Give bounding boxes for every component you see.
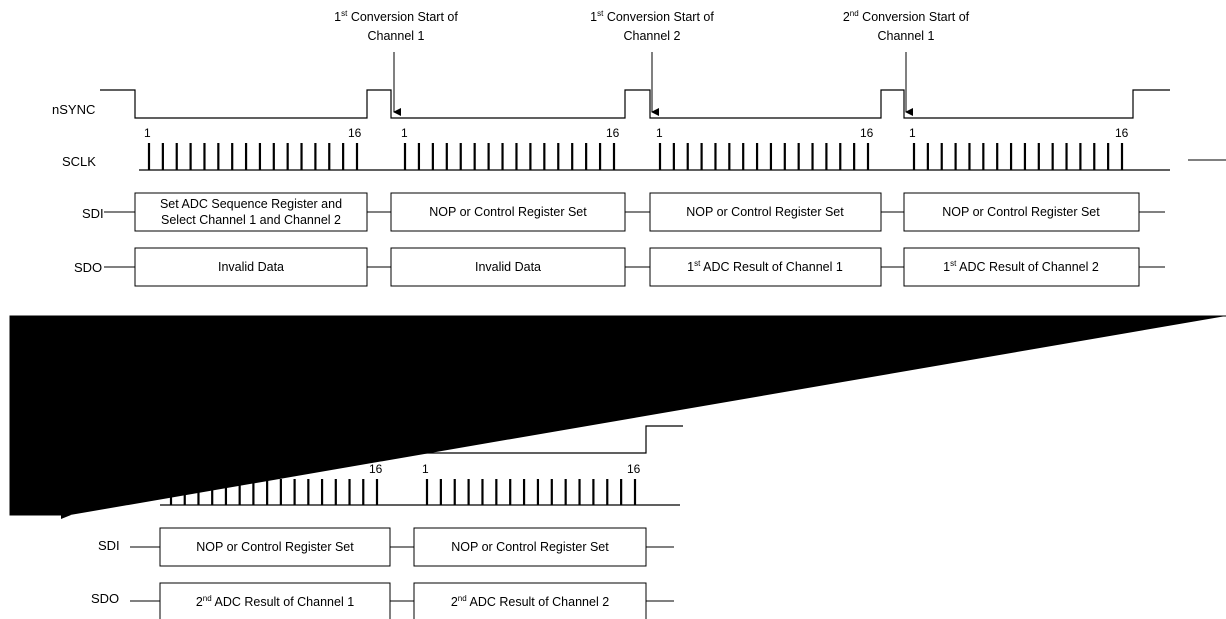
conversion-annotation: 1st Conversion Start of bbox=[334, 9, 458, 24]
sclk-count-last: 16 bbox=[627, 462, 641, 476]
conversion-annotation: Channel 1 bbox=[368, 29, 425, 43]
sclk-count-first: 1 bbox=[144, 126, 151, 140]
sdo-box-text: 1st ADC Result of Channel 2 bbox=[943, 259, 1099, 274]
sdi-label-top: SDI bbox=[82, 206, 104, 221]
sclk-count-last: 16 bbox=[348, 126, 362, 140]
sclk-pulses-top bbox=[147, 143, 1124, 170]
sclk-count-first: 1 bbox=[422, 462, 429, 476]
sclk-count-first: 1 bbox=[166, 462, 173, 476]
sdo-box-text: 2nd ADC Result of Channel 1 bbox=[196, 594, 354, 609]
sclk-pulses-bottom bbox=[169, 479, 637, 505]
sclk-count-last: 16 bbox=[369, 462, 383, 476]
sdi-box-text: Select Channel 1 and Channel 2 bbox=[161, 213, 341, 227]
conversion-annotation: 3rd Conversion Start of bbox=[365, 346, 490, 361]
sdi-box-text: NOP or Control Register Set bbox=[942, 205, 1100, 219]
sclk-count-last: 16 bbox=[1115, 126, 1129, 140]
sdo-label-bottom: SDO bbox=[91, 591, 119, 606]
sdi-box-text: NOP or Control Register Set bbox=[451, 540, 609, 554]
sdi-box-text: NOP or Control Register Set bbox=[686, 205, 844, 219]
sdo-box-text: Invalid Data bbox=[218, 260, 284, 274]
sdo-box bbox=[159, 582, 391, 619]
sdo-label-top: SDO bbox=[74, 260, 102, 275]
conversion-annotation: 2nd Conversion Start of bbox=[843, 9, 970, 24]
sclk-count-first: 1 bbox=[401, 126, 408, 140]
conversion-annotation: 2nd Conversion Start of bbox=[99, 346, 226, 361]
sdi-box-text: Set ADC Sequence Register and bbox=[160, 197, 342, 211]
conversion-annotation: Channel 2 bbox=[624, 29, 681, 43]
conversion-annotation: 1st Conversion Start of bbox=[590, 9, 714, 24]
nsync-label-top: nSYNC bbox=[52, 102, 95, 117]
nsync-waveform-top bbox=[100, 89, 1170, 119]
sclk-label-top: SCLK bbox=[62, 154, 96, 169]
conversion-annotation: Channel 1 bbox=[878, 29, 935, 43]
conversion-annotation: Channel 2 bbox=[134, 366, 191, 380]
sdi-box-text: NOP or Control Register Set bbox=[196, 540, 354, 554]
sdo-box bbox=[413, 582, 647, 619]
sclk-count-first: 1 bbox=[656, 126, 663, 140]
sdi-label-bottom: SDI bbox=[98, 538, 120, 553]
sdo-box-text: 1st ADC Result of Channel 1 bbox=[687, 259, 843, 274]
nsync-waveform-bottom bbox=[126, 425, 683, 454]
sclk-count-last: 16 bbox=[606, 126, 620, 140]
nsync-label-bottom: nSYNC bbox=[67, 429, 110, 444]
sdo-box-text: Invalid Data bbox=[475, 260, 541, 274]
sclk-count-first: 1 bbox=[909, 126, 916, 140]
section-connector bbox=[9, 315, 1226, 519]
sdi-box-text: NOP or Control Register Set bbox=[429, 205, 587, 219]
conversion-annotation: Channel 1 bbox=[384, 366, 441, 380]
sdo-box-text: 2nd ADC Result of Channel 2 bbox=[451, 594, 609, 609]
sclk-label-bottom: SCLK bbox=[79, 484, 113, 499]
sclk-count-last: 16 bbox=[860, 126, 874, 140]
